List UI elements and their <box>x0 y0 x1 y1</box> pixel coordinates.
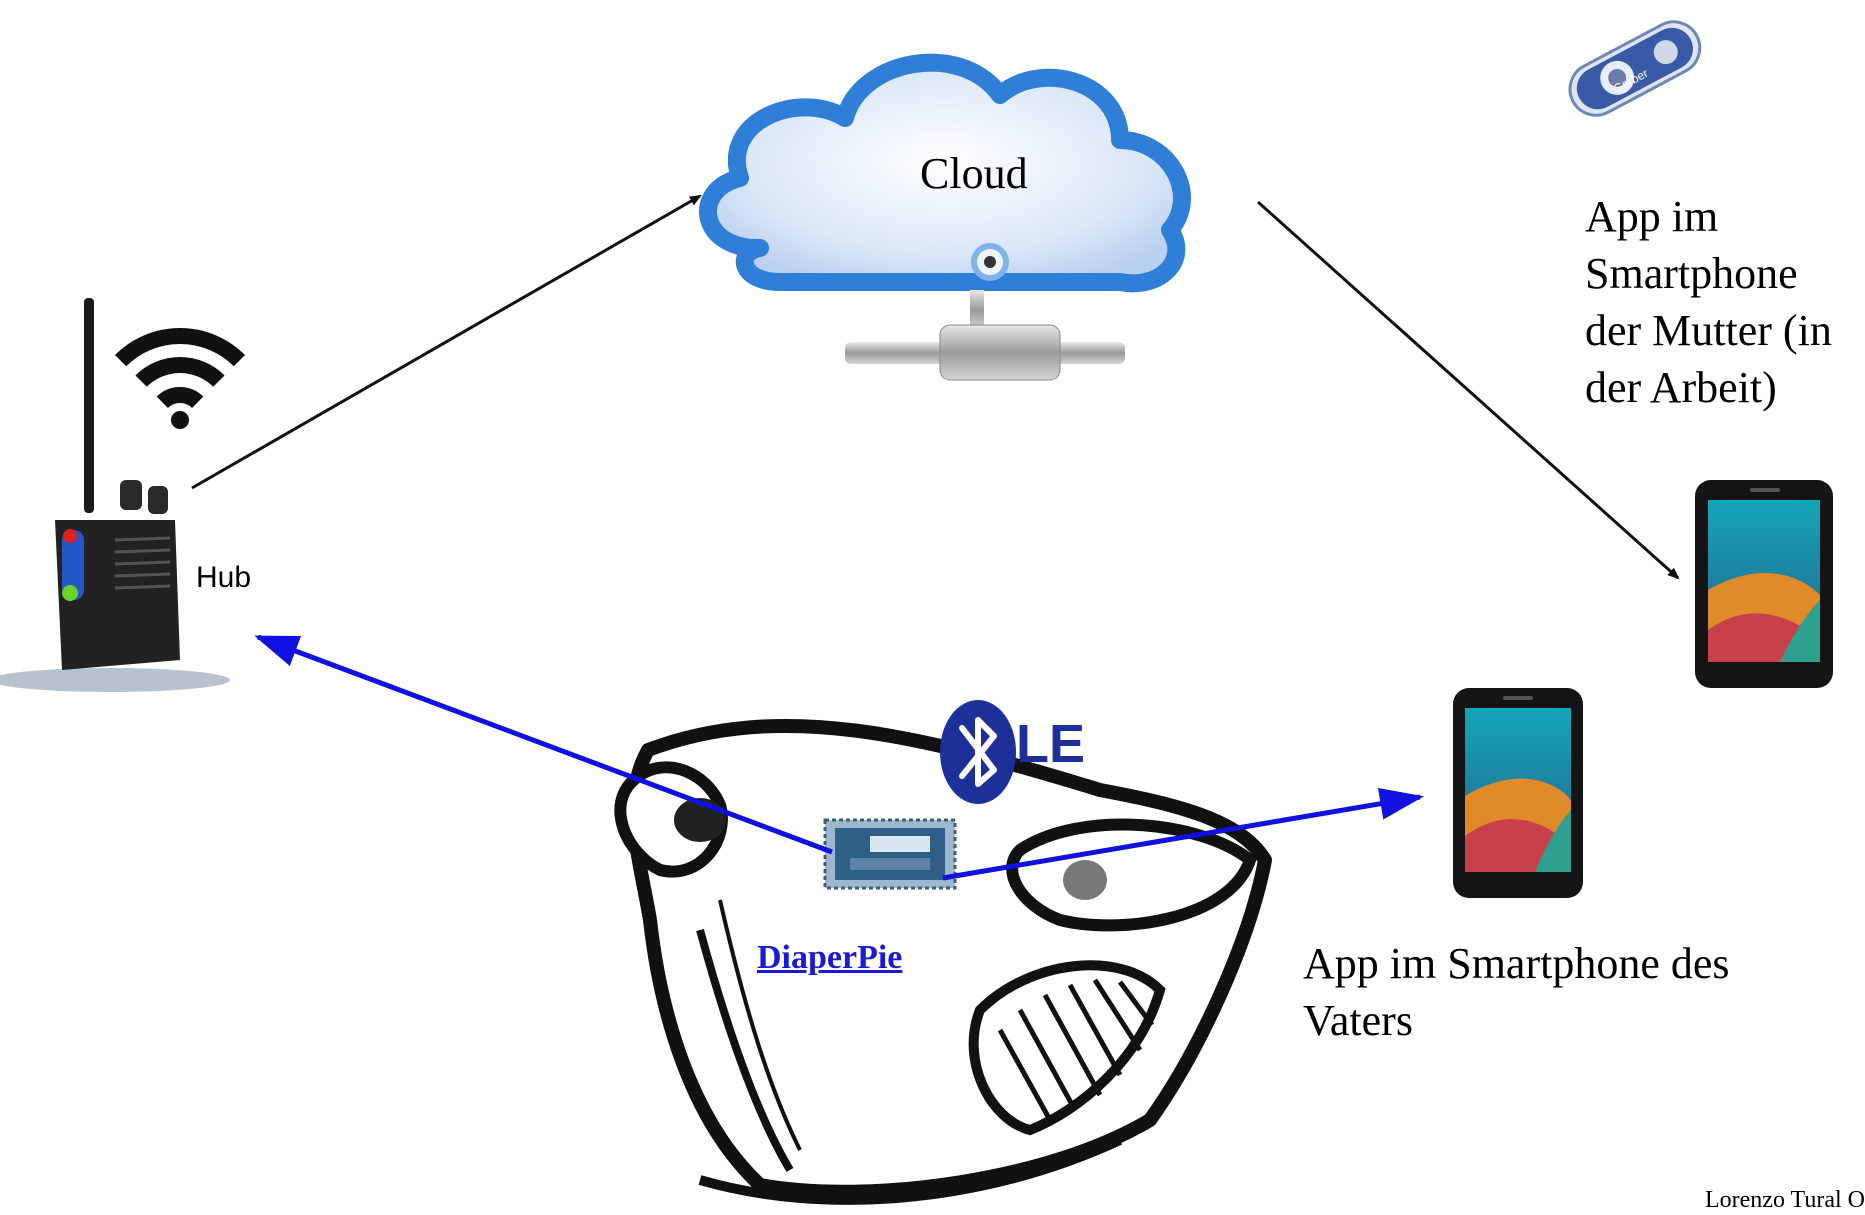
cloud-label: Cloud <box>920 149 1028 198</box>
gerber-dash-button-icon <box>1568 20 1702 117</box>
author-credit: Lorenzo Tural Osorio <box>1705 1187 1865 1213</box>
smartphone-icon <box>1453 688 1583 898</box>
hub-label: Hub <box>196 561 252 594</box>
diaper-icon <box>614 718 1272 1205</box>
diaper-to-hub-arrow <box>254 634 833 855</box>
mother-app-label: App im Smartphone der Mutter (in der Arb… <box>1585 192 1832 412</box>
bluetooth-icon <box>940 700 1016 804</box>
walkie-talkie-icon <box>0 298 230 692</box>
wifi-signal-icon <box>114 328 246 429</box>
smartphone-icon <box>1695 480 1833 688</box>
diaperpie-link[interactable]: DiaperPie <box>757 939 903 976</box>
cloud-server-icon <box>699 53 1191 381</box>
ble-label: LE <box>1016 714 1086 774</box>
intel-edison-chip-icon <box>823 818 957 890</box>
cloud-to-mother-phone-arrow <box>1256 200 1680 580</box>
diaper-to-father-phone-arrow <box>942 787 1424 881</box>
father-app-label: App im Smartphone des Vaters <box>1303 939 1730 1045</box>
hub-to-cloud-arrow <box>191 194 702 490</box>
